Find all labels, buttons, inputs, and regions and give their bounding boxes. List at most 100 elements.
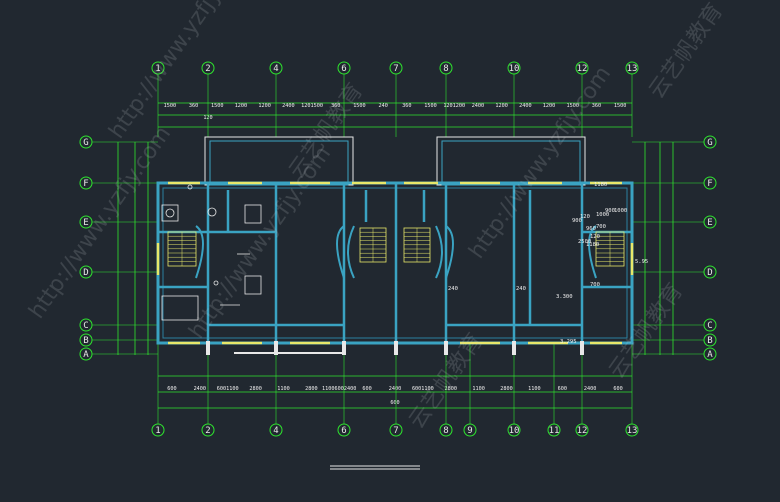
room-dimension-label: 900 (605, 208, 615, 214)
room-dimension-label: 700 (590, 282, 600, 288)
bottom-dimension-value: 600 (362, 386, 371, 392)
room-dimension-label: 960 (586, 226, 596, 232)
title-underline (330, 465, 420, 470)
bottom-dimension-value: 11006002400 (322, 386, 356, 392)
bottom-dimension-value: 2400 (389, 386, 402, 392)
grid-axis-label: 2 (205, 64, 210, 74)
grid-axis-bottom-10: 10 (507, 423, 521, 437)
top-dimension-value: 360 (592, 103, 601, 109)
room-dimension-label: 240 (448, 286, 458, 292)
grid-axis-label: C (707, 321, 712, 331)
bottom-dimension-value: 6001100 (412, 386, 434, 392)
bottom-dimension-value: 2400 (584, 386, 597, 392)
top-dimension-value: 2400 (472, 103, 485, 109)
top-dimension-value: 1201500 (301, 103, 323, 109)
grid-axis-label: B (707, 336, 712, 346)
grid-axis-label: 12 (577, 64, 588, 74)
grid-axis-label: C (83, 321, 88, 331)
room-dimension-label: 700 (596, 224, 606, 230)
grid-axis-label: 6 (341, 64, 346, 74)
room-dimension-label: 3.295 (560, 339, 577, 345)
top-dimension-value: 1200 (543, 103, 556, 109)
right-dimension-lines (644, 142, 674, 355)
grid-axis-label: 7 (393, 64, 398, 74)
grid-axis-bottom-13: 13 (625, 423, 639, 437)
room-dimension-label: 240 (516, 286, 526, 292)
grid-axis-label: F (707, 179, 712, 189)
horizontal-grid-extensions (92, 141, 704, 355)
top-dimension-value: 1500 (211, 103, 224, 109)
stair-steps (168, 228, 624, 266)
bottom-dimension-lines (158, 375, 632, 409)
top-dimension-value: 1500 (614, 103, 627, 109)
top-dimension-value: 1500 (164, 103, 177, 109)
fixtures (161, 184, 262, 321)
stair-landings (195, 225, 597, 279)
windows (156, 181, 634, 345)
room-dimension-label: 2500 (578, 239, 591, 245)
room-dimension-label: 120 (580, 214, 590, 220)
grid-axis-label: 9 (467, 426, 472, 436)
grid-axis-label: 1 (155, 64, 160, 74)
grid-axis-label: 6 (341, 426, 346, 436)
grid-axis-top-10: 10 (507, 61, 521, 75)
structural-columns (206, 341, 584, 355)
top-dimension-value: 1200 (258, 103, 271, 109)
room-dimension-label: 1000 (614, 208, 627, 214)
bottom-dimension-value: 600 (558, 386, 567, 392)
grid-axis-bottom-11: 11 (547, 423, 561, 437)
bottom-dimension-value: 6001100 (217, 386, 239, 392)
grid-axis-label: 7 (393, 426, 398, 436)
grid-axis-top-12: 12 (575, 61, 589, 75)
top-dimension-value: 1200 (235, 103, 248, 109)
grid-axis-label: E (707, 218, 712, 228)
bottom-dimension-value: 600 (167, 386, 176, 392)
bottom-dimension-value: 1100 (277, 386, 290, 392)
grid-axis-label: 8 (443, 426, 448, 436)
grid-axis-label: G (83, 138, 88, 148)
room-dimension-label: 900 (572, 218, 582, 224)
vertical-grid-extensions (157, 74, 633, 424)
grid-axis-label: 2 (205, 426, 210, 436)
top-dimension-value: 360 (189, 103, 198, 109)
room-dimension-label: 1180 (586, 242, 599, 248)
grid-axis-label: 10 (509, 426, 520, 436)
room-dimension-label: 120 (590, 234, 600, 240)
grid-axis-bottom-12: 12 (575, 423, 589, 437)
bottom-dimension-value: 1100 (528, 386, 541, 392)
grid-axis-label: D (707, 268, 712, 278)
bottom-dimension-value: 2400 (194, 386, 207, 392)
top-dimension-value: 2400 (282, 103, 295, 109)
top-dimension-value: 2400 (519, 103, 532, 109)
balconies (204, 136, 586, 186)
top-dimension-value: 1500 (424, 103, 437, 109)
grid-axis-label: G (707, 138, 712, 148)
top-dimension-lines (158, 102, 632, 128)
bottom-dimension-value: 600 (613, 386, 622, 392)
bottom-dimension-value: 1100 (472, 386, 485, 392)
grid-axis-label: B (83, 336, 88, 346)
interior-walls (158, 183, 632, 343)
top-dimension-value: 1200 (495, 103, 508, 109)
grid-axis-label: E (83, 218, 88, 228)
top-dimension-value: 360 (331, 103, 340, 109)
top-dimension-value: 240 (378, 103, 387, 109)
top-dimension-value: 360 (402, 103, 411, 109)
top-dimension-value: 1500 (353, 103, 366, 109)
grid-axis-label: 12 (577, 426, 588, 436)
grid-axis-label: 1 (155, 426, 160, 436)
grid-axis-label: 4 (273, 64, 278, 74)
bottom-dimension-value: 2800 (249, 386, 262, 392)
top-dimension-labels: 1500 360 1500 1200 1200 2400 1201500 360 1500 240… (164, 103, 627, 121)
room-dimension-label: 1180 (594, 182, 607, 188)
grid-axis-label: D (83, 268, 88, 278)
room-dimension-label: 5.95 (635, 259, 648, 265)
room-dimension-label: 3.300 (556, 294, 573, 300)
grid-axis-label: F (83, 179, 88, 189)
grid-axis-label: 11 (549, 426, 560, 436)
room-dimension-label: 1000 (596, 212, 609, 218)
